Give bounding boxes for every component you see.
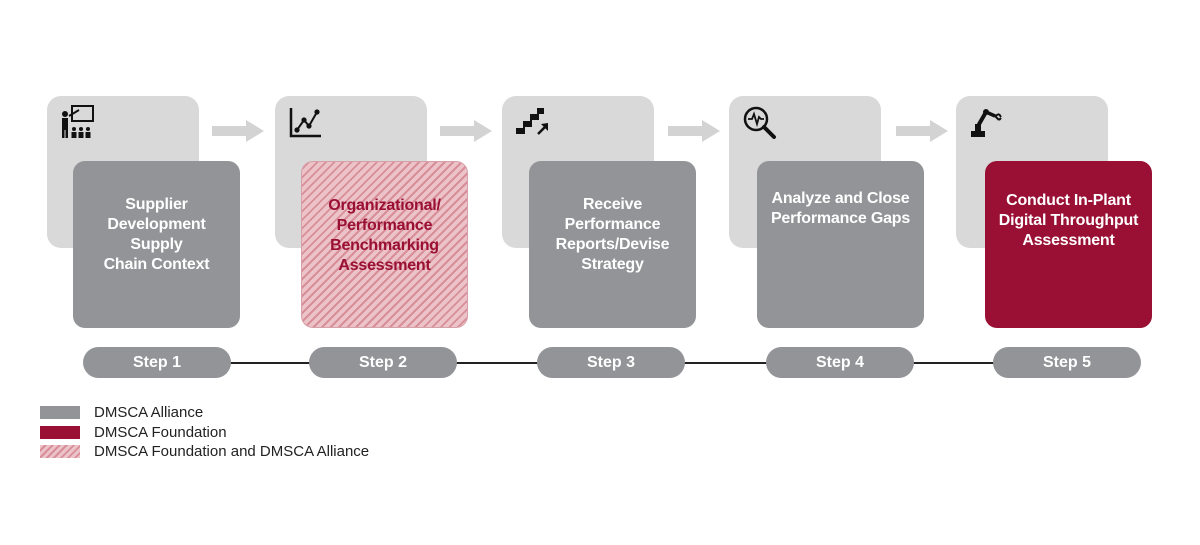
arrow-right-icon xyxy=(668,120,720,142)
line-chart-icon xyxy=(289,108,321,138)
legend-swatch-alliance xyxy=(40,405,80,419)
legend-label: DMSCA Foundation xyxy=(94,423,227,441)
step-4-box: Analyze and Close Performance Gaps xyxy=(757,161,924,328)
step-3-box: Receive Performance Reports/Devise Strat… xyxy=(529,161,696,328)
arrow-right-icon xyxy=(212,120,264,142)
arrow-right-icon xyxy=(440,120,492,142)
magnifier-pulse-icon xyxy=(743,106,776,139)
step-2-pill: Step 2 xyxy=(309,347,457,378)
step-1-title: Supplier Development Supply Chain Contex… xyxy=(103,196,210,273)
presentation-icon xyxy=(62,105,94,138)
step-1-box: Supplier Development Supply Chain Contex… xyxy=(73,161,240,328)
arrow-right-icon xyxy=(896,120,948,142)
step-2-box: Organizational/ Performance Benchmarking… xyxy=(301,161,468,328)
legend-label: DMSCA Alliance xyxy=(94,403,204,421)
legend-item-foundation: DMSCA Foundation xyxy=(40,423,227,441)
step-3-title: Receive Performance Reports/Devise Strat… xyxy=(555,196,670,273)
step-1-pill: Step 1 xyxy=(83,347,231,378)
legend-swatch-both xyxy=(40,444,80,458)
legend-swatch-foundation xyxy=(40,425,80,439)
step-3-pill: Step 3 xyxy=(537,347,685,378)
stairs-arrow-icon xyxy=(516,108,548,135)
legend-item-both: DMSCA Foundation and DMSCA Alliance xyxy=(40,442,370,460)
legend-item-alliance: DMSCA Alliance xyxy=(40,403,204,421)
step-4-pill: Step 4 xyxy=(766,347,914,378)
step-5-pill: Step 5 xyxy=(993,347,1141,378)
step-4-title: Analyze and Close Performance Gaps xyxy=(770,190,911,227)
legend-label: DMSCA Foundation and DMSCA Alliance xyxy=(94,442,370,460)
step-5-box: Conduct In-Plant Digital Throughput Asse… xyxy=(985,161,1152,328)
step-5-title: Conduct In-Plant Digital Throughput Asse… xyxy=(998,192,1139,249)
step-2-title: Organizational/ Performance Benchmarking… xyxy=(328,197,441,274)
robot-arm-icon xyxy=(971,109,1002,137)
